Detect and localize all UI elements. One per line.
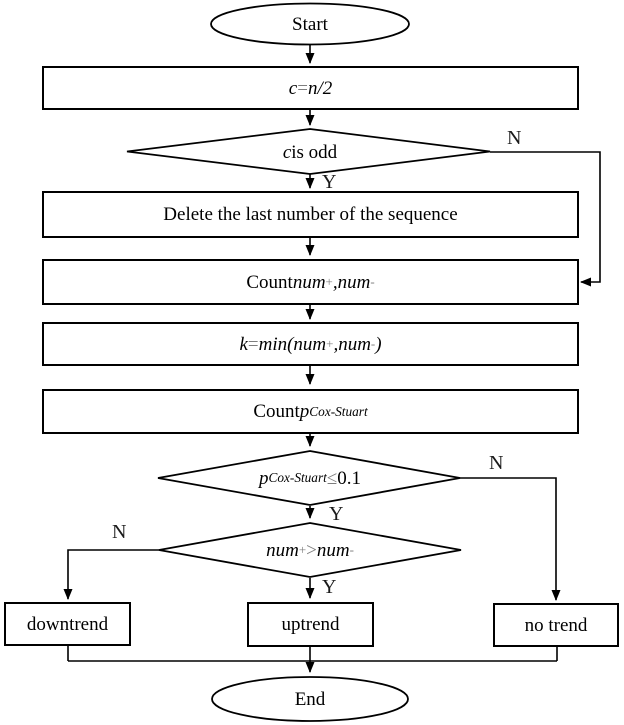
p-check-no-label: N (489, 452, 504, 474)
k-min-label: k=min(num+, num-) (239, 333, 382, 355)
end-label: End (294, 689, 326, 710)
uptrend-label: uptrend (281, 614, 340, 635)
uptrend-rect (247, 602, 374, 647)
start-ellipse (210, 2, 410, 46)
delete-step-rect (42, 191, 579, 238)
assign-c-label: c=n/2 (288, 77, 333, 99)
num-compare-yes-label: Y (322, 576, 337, 598)
node-shapes (4, 2, 619, 722)
start-label: Start (292, 13, 328, 35)
num-compare-no-label: N (112, 521, 127, 543)
count-num-rect (42, 259, 579, 305)
num-compare-diamond (158, 522, 462, 578)
count-num-label: Count num+, num- (246, 271, 375, 293)
num-compare-label: num+>num- (266, 539, 354, 561)
no-trend-label: no trend (524, 614, 588, 636)
assign-c-rect (42, 66, 579, 110)
k-min-rect (42, 322, 579, 366)
odd-check-yes-label: Y (322, 171, 337, 193)
end-ellipse (211, 676, 409, 722)
p-check-yes-label: Y (329, 503, 344, 525)
edge-oddcheck-countnum-no (490, 151, 601, 287)
edge-pcheck-notrend-no (460, 477, 561, 601)
no-trend-rect (493, 603, 619, 647)
downtrend-label: downtrend (26, 613, 109, 635)
odd-check-diamond (126, 128, 491, 175)
count-p-rect (42, 389, 579, 434)
p-check-diamond (157, 450, 461, 506)
connector-lines (63, 45, 601, 673)
odd-check-no-label: N (507, 127, 522, 149)
downtrend-rect (4, 602, 131, 646)
edge-numcompare-downtrend-no (63, 549, 159, 600)
delete-step-label: Delete the last number of the sequence (163, 204, 458, 225)
odd-check-label: c is odd (282, 141, 338, 163)
